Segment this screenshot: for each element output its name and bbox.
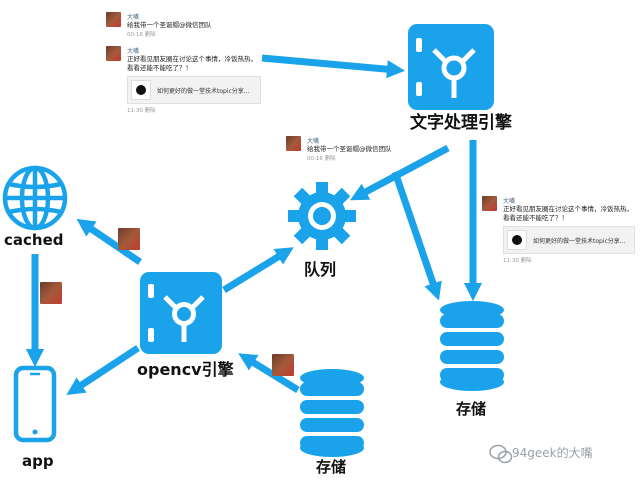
storage-right-label: 存储	[456, 400, 487, 418]
chat-snippet-top-2: 大嘴 正好看见朋友圈在讨论这个事情，冷饭热热， 看看还能不能吃了？！ 如何更好的…	[106, 46, 262, 114]
avatar	[118, 228, 140, 250]
cached-label: cached	[4, 231, 64, 249]
chat-snippet-top-1: 大嘴 给我带一个圣诞帽@微信团队 00:16 删除	[106, 12, 260, 38]
chat-name: 大嘴	[127, 48, 140, 55]
chat-text-line2: 看看还能不能吃了？！	[127, 64, 192, 72]
link-card: 如何更好的做一堂技术topic分享...	[503, 226, 635, 254]
link-card: 如何更好的做一堂技术topic分享...	[127, 76, 261, 104]
queue-gear-icon	[288, 182, 356, 250]
card-text: 如何更好的做一堂技术topic分享...	[533, 237, 626, 245]
card-thumbnail-icon	[507, 230, 527, 250]
chat-time: 00:16	[307, 156, 323, 162]
chat-snippet-right: 大嘴 正好看见朋友圈在讨论这个事情，冷饭热热， 看看还能不能吃了？！ 如何更好的…	[482, 196, 636, 264]
chat-snippet-mid: 大嘴 给我带一个圣诞帽@微信团队 00:16 删除	[286, 136, 426, 162]
card-text: 如何更好的做一堂技术topic分享...	[157, 87, 250, 95]
arrow-opencv-to-cached	[76, 218, 142, 265]
database-icon-bottom	[300, 369, 364, 457]
avatar	[272, 354, 294, 376]
chat-name: 大嘴	[503, 198, 516, 205]
chat-time: 00:16	[127, 32, 143, 38]
chat-delete: 删除	[520, 258, 532, 264]
chat-name: 大嘴	[127, 14, 140, 21]
avatar	[286, 136, 301, 151]
chat-delete: 删除	[144, 32, 156, 38]
phone-icon	[13, 365, 57, 443]
text-engine-label: 文字处理引擎	[410, 113, 512, 133]
app-label: app	[22, 452, 54, 470]
storage-bottom-label: 存储	[316, 458, 347, 476]
chat-name: 大嘴	[307, 138, 320, 145]
arrow-text-engine-to-queue	[349, 144, 450, 201]
queue-label: 队列	[304, 260, 337, 279]
chat-delete: 删除	[144, 108, 156, 114]
avatar	[40, 282, 62, 304]
chat-text: 给我带一个圣诞帽@微信团队	[307, 145, 392, 153]
arrow-text-engine-to-storage-branch	[391, 170, 442, 301]
watermark: 94geek的大嘴	[512, 446, 593, 460]
avatar	[106, 12, 121, 27]
opencv-engine-label: opencv引擎	[137, 360, 234, 379]
text-engine-icon	[408, 24, 494, 110]
opencv-engine-icon	[140, 272, 222, 354]
chat-text-line1: 正好看见朋友圈在讨论这个事情，冷饭热热，	[127, 55, 257, 63]
arrow-opencv-to-queue	[222, 247, 294, 293]
chat-text: 给我带一个圣诞帽@微信团队	[127, 21, 212, 29]
chat-time: 11:30	[503, 258, 519, 264]
globe-icon	[2, 165, 68, 231]
database-icon-right	[440, 301, 504, 391]
avatar	[482, 196, 497, 211]
arrow-opencv-to-app	[66, 345, 140, 395]
chat-delete: 删除	[324, 156, 336, 162]
wechat-icon	[489, 444, 513, 464]
chat-time: 11:30	[127, 108, 143, 114]
avatar	[106, 46, 121, 61]
card-thumbnail-icon	[131, 80, 151, 100]
arrow-chat-to-text-engine	[261, 54, 406, 79]
chat-text-line2: 看看还能不能吃了？！	[503, 214, 568, 222]
chat-text-line1: 正好看见朋友圈在讨论这个事情，冷饭热热，	[503, 205, 633, 213]
